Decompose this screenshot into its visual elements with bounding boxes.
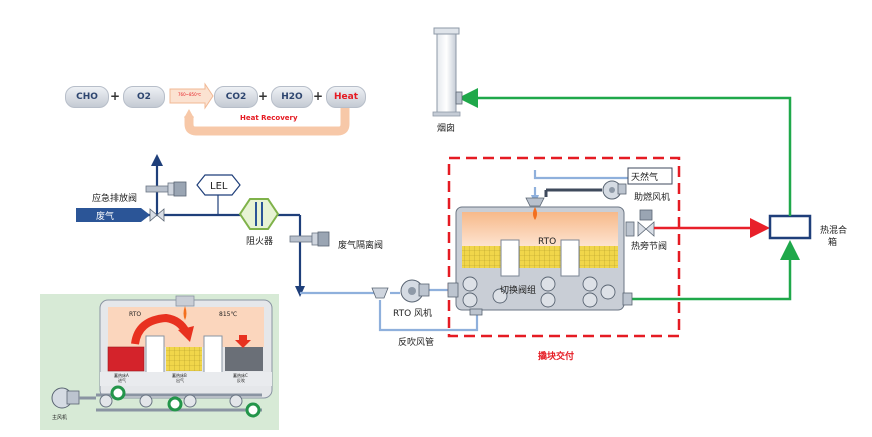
inset-main-fan-label: 主风机	[52, 414, 67, 421]
inset-bed-b-label-1: 蓄热床B	[172, 372, 187, 378]
inset-bed-a-label-1: 蓄热床A	[114, 372, 129, 378]
inset-bed-a-label-2: 进气	[118, 377, 126, 383]
down-arrow	[295, 286, 305, 297]
bed-divider-1	[500, 239, 520, 277]
fan-inlet-valve[interactable]	[371, 287, 389, 299]
inset-rto-illustration	[40, 294, 279, 430]
plus-sign-2: +	[258, 89, 269, 103]
inset-rto-label: RTO	[129, 311, 141, 318]
backflush-port	[469, 308, 483, 316]
combustion-fan-label: 助燃风机	[634, 191, 670, 203]
chimney-label: 烟囱	[437, 122, 455, 134]
chimney[interactable]	[432, 27, 463, 117]
switching-valve-group[interactable]	[462, 276, 616, 308]
ceramic-media	[462, 246, 618, 268]
plus-sign-3: +	[313, 89, 324, 103]
inset-bed-b-label-2: 出气	[176, 377, 184, 383]
lel-label: LEL	[210, 181, 228, 192]
natural-gas-label: 天然气	[631, 171, 658, 183]
inset-bed-c-label-2: 反吹	[237, 377, 245, 383]
backflush-pipe-label: 反吹风管	[398, 336, 434, 348]
outlet-flange	[622, 292, 633, 306]
hot-mixing-box-label-1: 热混合	[820, 224, 847, 236]
combustion-air-line	[544, 188, 602, 197]
inset-temperature-label: 815℃	[219, 311, 237, 318]
hot-mixing-box[interactable]	[768, 214, 812, 240]
heat-recovery-label: Heat Recovery	[240, 114, 298, 122]
rto-fan[interactable]	[400, 279, 430, 303]
switching-valves-label: 切换阀组	[500, 284, 536, 296]
isolation-valve-label: 废气隔离阀	[338, 239, 383, 251]
plus-sign-1: +	[110, 89, 121, 103]
bed-divider-2	[560, 239, 580, 277]
combustion-chamber	[462, 212, 618, 246]
waste-gas-label: 废气	[96, 210, 114, 222]
skid-delivery-label: 撬块交付	[538, 350, 574, 362]
heat-recovery-arrowhead	[184, 109, 194, 118]
reactant-o2: O2	[123, 86, 165, 108]
natural-gas-box	[627, 167, 673, 185]
vent-up-arrow	[151, 154, 163, 166]
isolation-valve[interactable]	[289, 231, 330, 247]
hot-bypass-valve-label: 热旁节阀	[631, 240, 667, 252]
product-heat: Heat	[326, 86, 366, 108]
flame-arrester[interactable]	[238, 198, 280, 230]
lel-sensor[interactable]	[196, 174, 241, 196]
heat-recovery-loop	[184, 107, 350, 136]
product-co2: CO2	[214, 86, 258, 108]
reaction-arrow-label: 760~850℃	[178, 92, 202, 97]
inset-bed-c-label-1: 蓄热床C	[233, 372, 248, 378]
flame-arrester-label: 阻火器	[246, 236, 273, 247]
rto-label: RTO	[538, 237, 556, 247]
emergency-valve-label: 应急排放阀	[92, 192, 137, 204]
combustion-fan[interactable]	[602, 180, 627, 200]
waste-gas-tag	[76, 208, 150, 222]
outlet-to-mixing-line	[632, 240, 800, 301]
reaction-arrow	[169, 82, 214, 110]
emergency-valve[interactable]	[145, 181, 187, 197]
hot-bypass-valve[interactable]	[625, 209, 655, 237]
rto-unit[interactable]	[455, 206, 625, 311]
rto-fan-label: RTO 风机	[393, 307, 432, 319]
burner[interactable]	[525, 197, 545, 220]
reactant-cho: CHO	[65, 86, 109, 108]
inlet-flange	[447, 282, 459, 298]
mixing-to-chimney-line	[458, 88, 792, 216]
hot-mixing-box-label-2: 箱	[828, 236, 837, 248]
product-h2o: H2O	[271, 86, 313, 108]
inline-valve[interactable]	[149, 208, 165, 222]
